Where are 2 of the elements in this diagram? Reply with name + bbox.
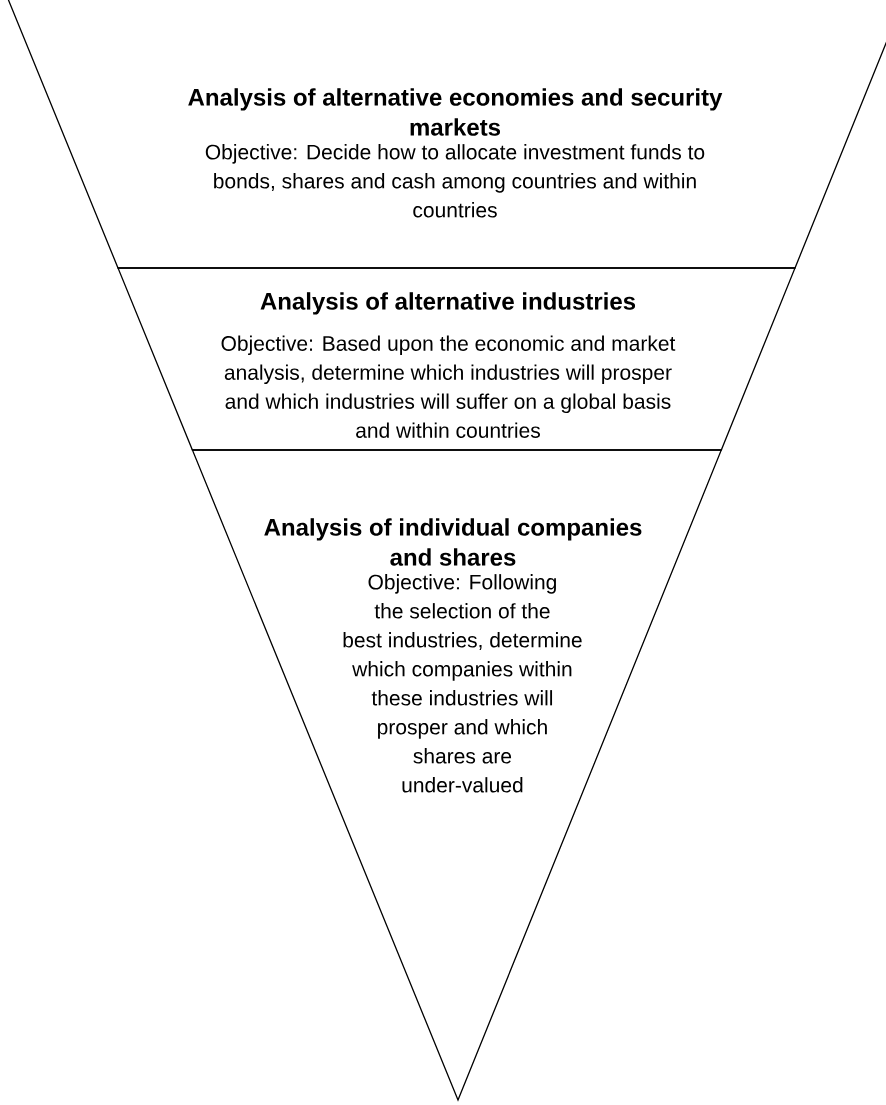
funnel-band: Analysis of alternative economies and security markets Objective: Decide how to allocate investment funds to bonds, shares and cash among countries and within countries (0, 0, 886, 269)
funnel-band: Analysis of alternative industries Objective: Based upon the economic and market analysis, determine which industries will prosper and which industries will suffer on a global basis and within countries (117, 267, 796, 451)
